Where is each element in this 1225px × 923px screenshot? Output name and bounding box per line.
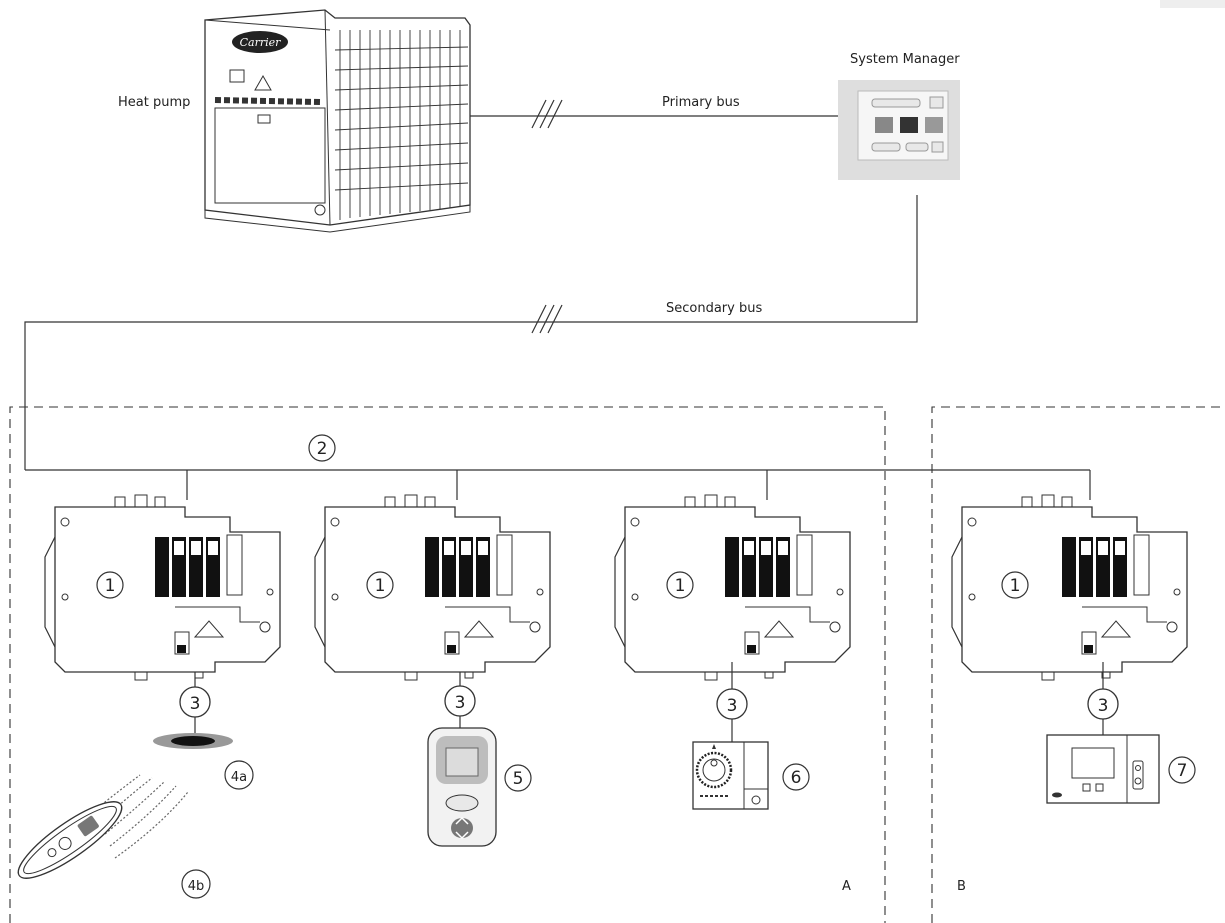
- brand-logo: Carrier: [240, 36, 282, 49]
- callout-3-d: 3: [1098, 696, 1109, 716]
- callout-1-c: 1: [675, 576, 686, 596]
- callout-3-b: 3: [455, 693, 466, 713]
- callout-1-b: 1: [375, 576, 386, 596]
- callout-4b: 4b: [188, 879, 205, 894]
- zone-a-boundary: [9, 406, 886, 923]
- corner-tab: [1160, 0, 1225, 8]
- wall-thermostat: [427, 727, 497, 847]
- callout-5: 5: [513, 769, 524, 789]
- dial-thermostat: [692, 741, 769, 810]
- primary-bus-line: [470, 99, 838, 129]
- system-manager-panel: [838, 80, 960, 180]
- callout-7: 7: [1177, 761, 1188, 781]
- callout-2-circle: [308, 434, 336, 462]
- callout-1-d: 1: [1010, 576, 1021, 596]
- callout-1-a: 1: [105, 576, 116, 596]
- callout-6: 6: [791, 768, 802, 788]
- controller-2: [314, 494, 551, 681]
- system-manager-label: System Manager: [850, 52, 960, 67]
- secondary-bus-line: [24, 195, 918, 470]
- callout-2: 2: [317, 439, 328, 459]
- ir-receiver: [153, 733, 233, 749]
- remote-control: [17, 801, 123, 879]
- controller-3: [614, 494, 851, 681]
- zone-b-boundary: [931, 406, 1225, 923]
- heat-pump-unit: Carrier: [204, 9, 471, 233]
- secondary-bus-label: Secondary bus: [666, 301, 762, 316]
- primary-bus-label: Primary bus: [662, 95, 740, 110]
- callout-4a: 4a: [231, 770, 247, 785]
- distribution-bus-line: [25, 469, 1091, 500]
- controller-4: [951, 494, 1188, 681]
- zone-a-label: A: [842, 879, 851, 894]
- zone-b-label: B: [957, 879, 966, 894]
- room-panel: [1046, 734, 1160, 804]
- controller-1: [44, 494, 281, 681]
- heat-pump-label: Heat pump: [118, 95, 190, 110]
- callout-3-c: 3: [727, 696, 738, 716]
- callout-3-a: 3: [190, 694, 201, 714]
